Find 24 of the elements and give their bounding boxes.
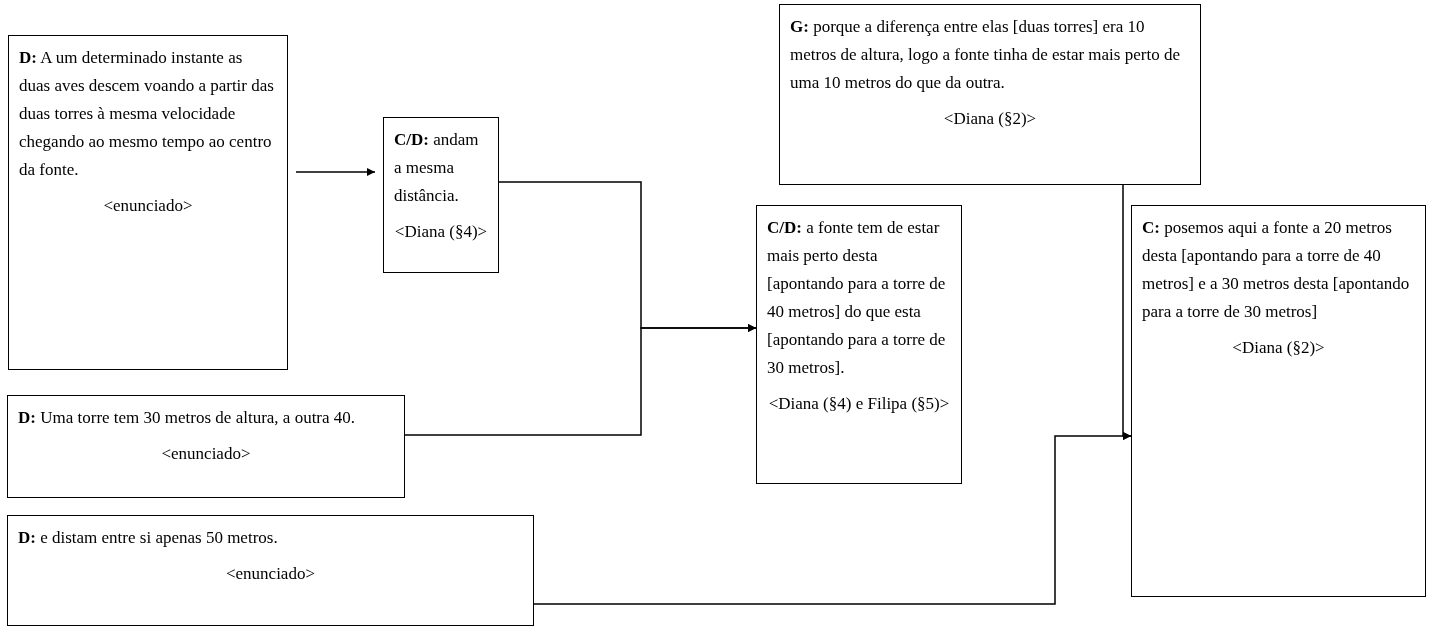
arrow <box>295 168 376 176</box>
statement-text: C/D: a fonte tem de estar mais perto desta [apontando para a torre de 40 metros] do que esta [apontando para a torre de 30 metros]. <box>767 217 947 379</box>
statement-text: G: porque a diferença entre elas [duas torres] era 10 metros de altura, logo a fonte tinha de estar mais perto de uma 10 metros do que da outra. <box>790 16 1181 94</box>
arrow <box>404 324 757 436</box>
text-box <box>7 395 405 498</box>
text-box <box>1131 205 1426 597</box>
text-box <box>779 4 1201 185</box>
text-box <box>756 205 962 484</box>
source-text: <enunciado> <box>102 195 194 217</box>
source-text: <Diana (§2)> <box>1231 337 1326 359</box>
source-text: <enunciado> <box>224 563 316 585</box>
source-text: <enunciado> <box>160 443 252 465</box>
source-text: <Diana (§2)> <box>942 108 1038 130</box>
statement-text: C: posemos aqui a fonte a 20 metros desta [apontando para a torre de 40 metros] e a 30 metros desta [apontando para a torre de 30 metros] <box>1142 217 1411 323</box>
source-text: <Diana (§4) e Filipa (§5)> <box>767 393 951 415</box>
statement-text: D: e distam entre si apenas 50 metros. <box>18 527 279 549</box>
text-box <box>7 515 534 626</box>
source-text: <Diana (§4)> <box>394 221 488 243</box>
text-box <box>383 117 499 273</box>
statement-text: D: Uma torre tem 30 metros de altura, a outra 40. <box>18 407 357 429</box>
statement-text: D: A um determinado instante as duas aves descem voando a partir das duas torres à mesma velocidade chegando ao mesmo tempo ao centro da fonte. <box>19 47 275 181</box>
arrow <box>1122 184 1132 440</box>
text-box <box>8 35 288 370</box>
statement-text: C/D: andam a mesma distância. <box>394 129 480 207</box>
